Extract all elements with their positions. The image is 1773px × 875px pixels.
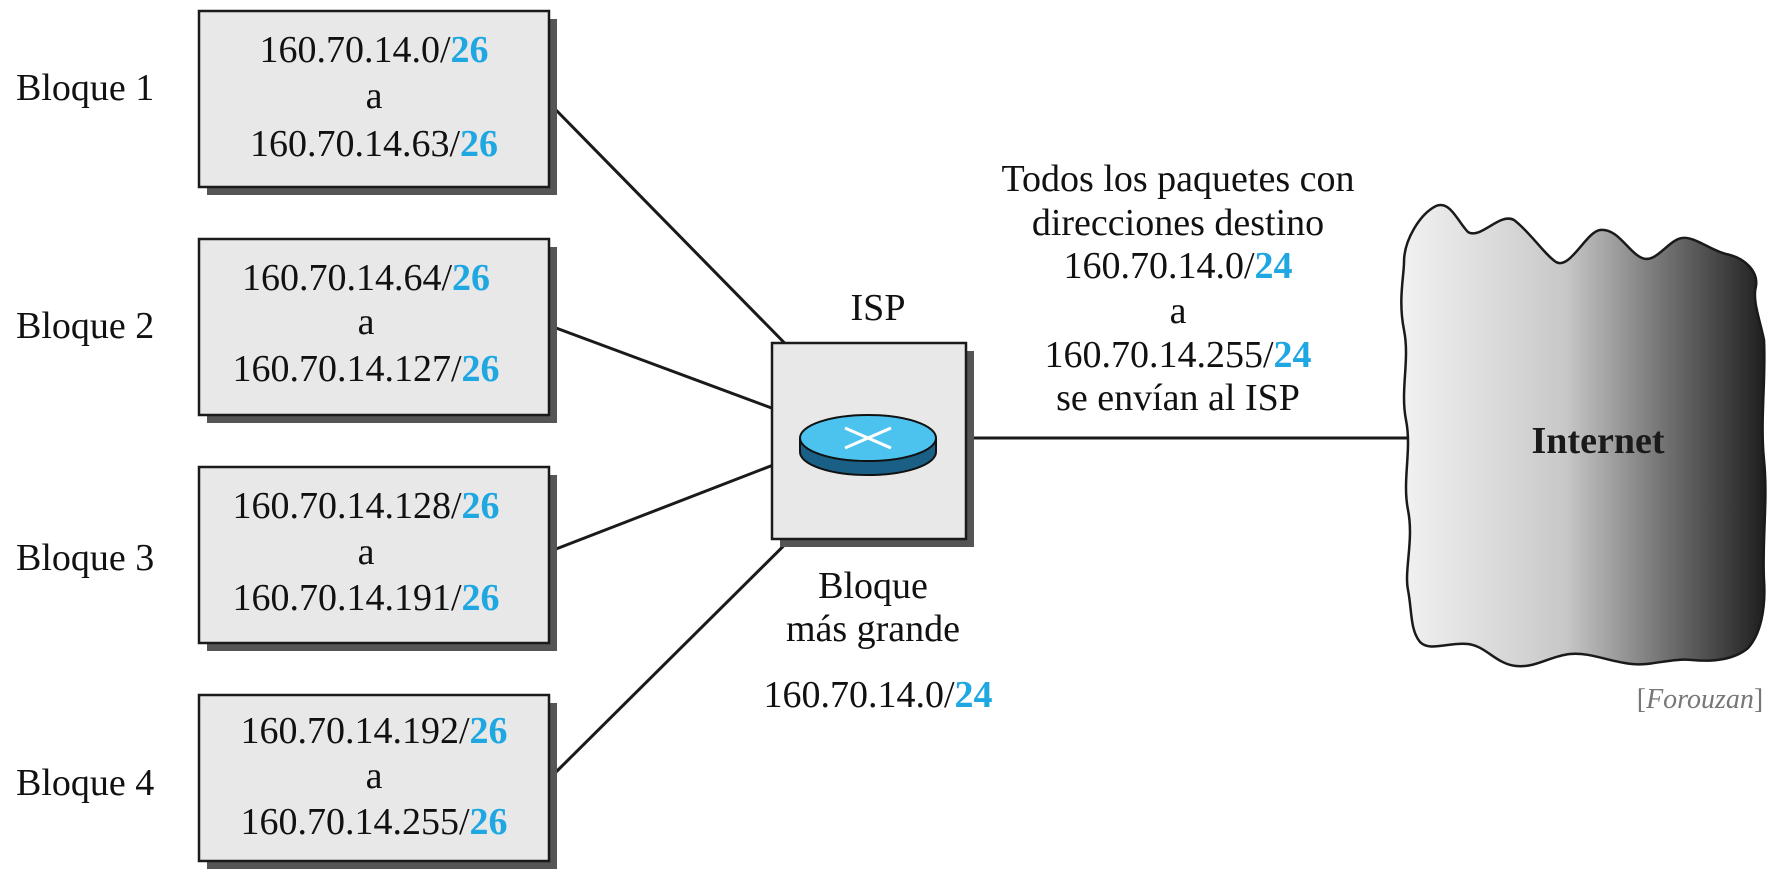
route-note-line2: direcciones destino bbox=[1032, 202, 1324, 244]
block-range-start: 160.70.14.0/26 bbox=[259, 29, 488, 71]
block-range-end: 160.70.14.63/26 bbox=[250, 123, 498, 165]
block-label: Bloque 3 bbox=[16, 537, 154, 579]
route-note: Todos los paquetes con direcciones desti… bbox=[1001, 158, 1354, 419]
route-note-line1: Todos los paquetes con bbox=[1001, 158, 1354, 200]
route-note-connector: a bbox=[1170, 290, 1187, 332]
route-note-range-end: 160.70.14.255/24 bbox=[1044, 334, 1311, 376]
block-4: Bloque 4 160.70.14.192/26 a 160.70.14.25… bbox=[16, 693, 557, 869]
block-range-connector: a bbox=[358, 301, 375, 343]
block-label: Bloque 2 bbox=[16, 305, 154, 347]
block-label: Bloque 1 bbox=[16, 67, 154, 109]
isp-label: ISP bbox=[851, 287, 906, 329]
route-note-line-last: se envían al ISP bbox=[1056, 377, 1300, 419]
isp-caption-line2: más grande bbox=[786, 608, 960, 650]
block-box bbox=[197, 237, 551, 417]
block-1: Bloque 1 160.70.14.0/26 a 160.70.14.63/2… bbox=[16, 9, 557, 195]
block-range-connector: a bbox=[366, 75, 383, 117]
internet-cloud: Internet bbox=[1400, 203, 1767, 668]
block-3: Bloque 3 160.70.14.128/26 a 160.70.14.19… bbox=[16, 465, 557, 651]
source-credit: [Forouzan] bbox=[1637, 684, 1764, 715]
block-range-connector: a bbox=[358, 531, 375, 573]
block-range-start: 160.70.14.64/26 bbox=[242, 257, 490, 299]
block-box bbox=[197, 9, 551, 189]
cloud-icon bbox=[1400, 203, 1767, 668]
block-range-end: 160.70.14.191/26 bbox=[232, 577, 499, 619]
block-range-end: 160.70.14.255/26 bbox=[240, 801, 507, 843]
internet-label: Internet bbox=[1532, 420, 1665, 462]
isp-caption-line1: Bloque bbox=[818, 565, 928, 607]
block-range-start: 160.70.14.192/26 bbox=[240, 710, 507, 752]
block-2: Bloque 2 160.70.14.64/26 a 160.70.14.127… bbox=[16, 237, 557, 423]
block-range-end: 160.70.14.127/26 bbox=[232, 348, 499, 390]
block-box bbox=[197, 465, 551, 645]
block-box bbox=[197, 693, 551, 863]
route-note-range-start: 160.70.14.0/24 bbox=[1063, 245, 1292, 287]
block-range-start: 160.70.14.128/26 bbox=[232, 485, 499, 527]
block-label: Bloque 4 bbox=[16, 762, 154, 804]
router-icon bbox=[799, 414, 937, 476]
link-block-2 bbox=[555, 326, 813, 425]
isp-node: ISP Bloque más grande 160.70.14.0/24 bbox=[763, 287, 992, 716]
link-block-3 bbox=[555, 448, 813, 551]
block-range-connector: a bbox=[366, 755, 383, 797]
isp-block-address: 160.70.14.0/24 bbox=[763, 674, 992, 716]
